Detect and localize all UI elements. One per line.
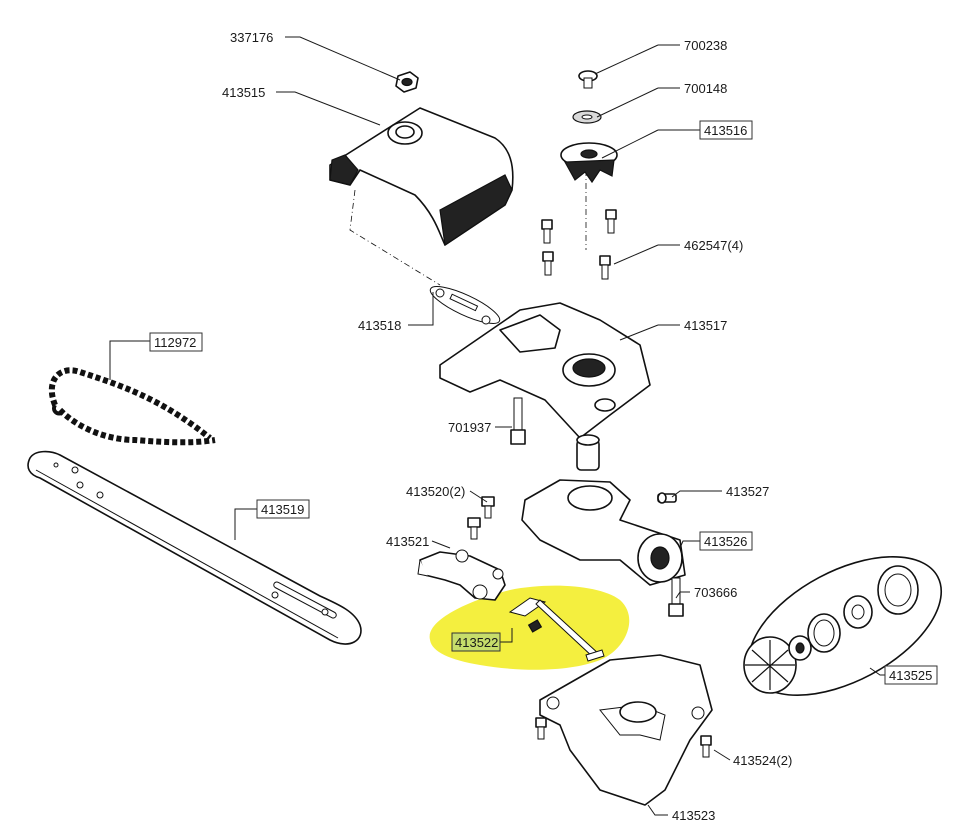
label-box-413526 <box>699 531 753 551</box>
label-700238: 700238 <box>684 38 727 53</box>
label-112972: 112972 <box>154 335 196 350</box>
label-413518: 413518 <box>358 318 401 333</box>
guide-bar-413519 <box>27 450 362 645</box>
lower-cover-413523 <box>539 654 713 806</box>
label-box-112972 <box>149 332 203 352</box>
leader-lines <box>109 36 885 816</box>
label-413519: 413519 <box>261 502 304 517</box>
screws-462547 <box>541 209 617 280</box>
nut-337176 <box>395 71 419 93</box>
bolt-701937 <box>510 397 526 445</box>
label-413515: 413515 <box>222 85 265 100</box>
label-462547: 462547(4) <box>684 238 743 253</box>
label-703666: 703666 <box>694 585 737 600</box>
cover-413515 <box>329 107 514 247</box>
label-701937: 701937 <box>448 420 491 435</box>
label-337176: 337176 <box>230 30 273 45</box>
label-413524: 413524(2) <box>733 753 792 768</box>
kit-413525 <box>743 556 943 696</box>
gear-housing-413526 <box>521 434 686 586</box>
label-413526: 413526 <box>704 534 747 549</box>
label-413523: 413523 <box>672 808 715 823</box>
screws-413524 <box>535 717 712 758</box>
label-413517: 413517 <box>684 318 727 333</box>
plate-413517 <box>439 302 651 439</box>
tensioner-413518 <box>429 286 501 325</box>
sprocket-413516 <box>560 142 618 184</box>
axis-line-1 <box>349 189 441 286</box>
label-box-413516 <box>699 120 753 140</box>
screw-700238 <box>578 70 598 89</box>
label-413516: 413516 <box>704 123 747 138</box>
label-box-413522 <box>451 632 501 652</box>
label-413522: 413522 <box>455 635 498 650</box>
label-413520: 413520(2) <box>406 484 465 499</box>
label-413521: 413521 <box>386 534 429 549</box>
bolt-703666 <box>668 577 684 617</box>
bracket-413522 <box>508 597 605 662</box>
label-box-413519 <box>256 499 310 519</box>
label-413527: 413527 <box>726 484 769 499</box>
label-700148: 700148 <box>684 81 727 96</box>
tensioner-413521 <box>417 549 506 601</box>
grease-nipple-413527 <box>657 492 677 504</box>
label-box-413525 <box>884 665 938 685</box>
chain-112972 <box>48 367 216 446</box>
washer-700148 <box>572 110 602 124</box>
label-413525: 413525 <box>889 668 932 683</box>
screws-413520 <box>467 496 495 540</box>
